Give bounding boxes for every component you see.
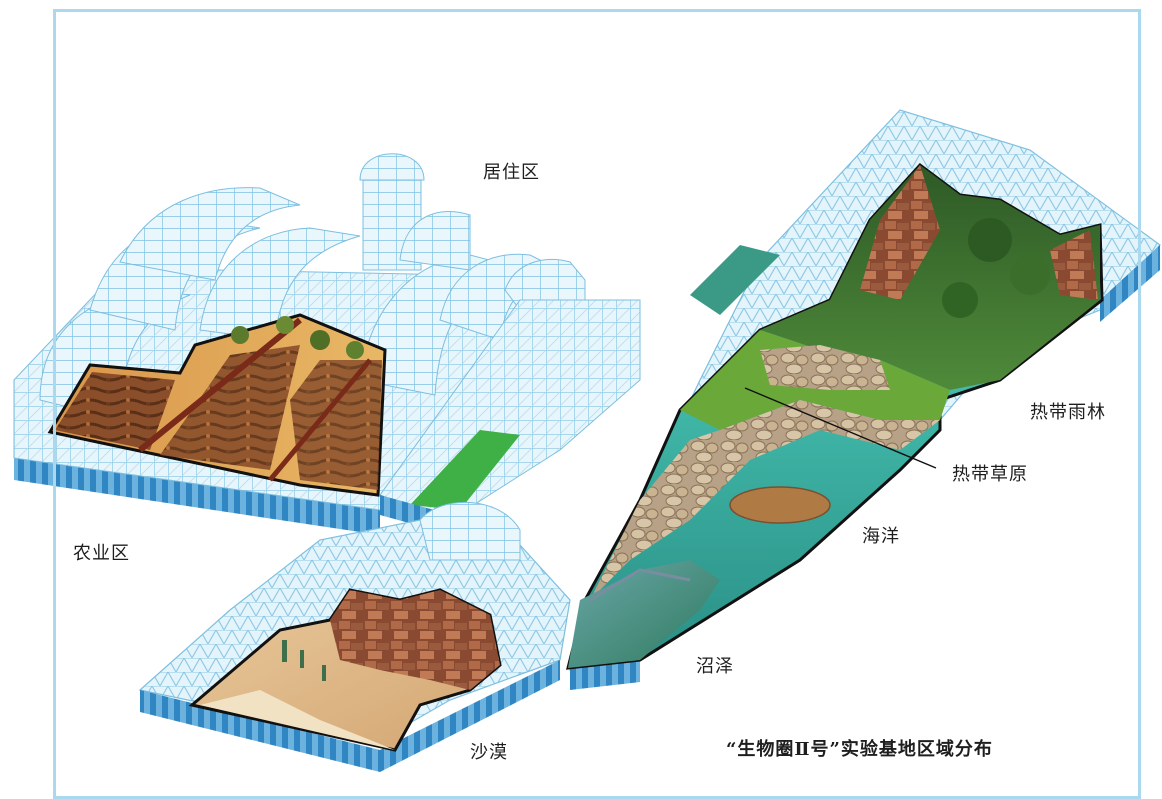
desert-cliff — [330, 590, 500, 690]
cactus — [322, 665, 326, 681]
marsh-area — [568, 560, 720, 668]
jungle-tree — [942, 282, 978, 318]
savanna-leader-line — [744, 387, 937, 469]
cactus — [300, 650, 304, 668]
label-savanna: 热带草原 — [952, 464, 1028, 485]
shoreline-rocks — [590, 400, 940, 600]
field-path-2 — [268, 358, 372, 482]
ocean-cutaway — [566, 162, 1104, 670]
agriculture-building — [13, 153, 586, 535]
jungle-tree — [968, 218, 1012, 262]
lawn — [410, 430, 520, 510]
label-residential: 居住区 — [483, 162, 540, 183]
agriculture-base-wall — [14, 458, 380, 535]
vault-7 — [504, 259, 586, 311]
vault-4 — [199, 227, 361, 341]
label-ocean: 海洋 — [862, 526, 900, 547]
east-wing-wall-end — [1100, 245, 1160, 322]
desert-wing-wall-side — [380, 660, 560, 772]
orchard-tree — [276, 316, 294, 334]
figure-caption: “生物圈Ⅱ号”实验基地区域分布 — [726, 739, 993, 760]
label-rainforest: 热带雨林 — [1030, 402, 1106, 423]
rainforest-area — [760, 165, 1100, 390]
jungle-tree — [1010, 255, 1050, 295]
skylight-panel — [690, 245, 780, 315]
upper-rocks — [760, 345, 890, 390]
rainforest-cliff — [860, 165, 940, 300]
desert-wing-building — [138, 501, 571, 772]
field-plot-3 — [290, 360, 382, 490]
label-desert: 沙漠 — [470, 742, 508, 763]
desert-wing-wall — [140, 690, 380, 772]
island-rock — [729, 486, 831, 524]
marsh-ridge — [589, 568, 691, 602]
label-marsh: 沼泽 — [696, 656, 734, 677]
field-plot-2 — [160, 345, 300, 470]
rainforest-cliff-2 — [1050, 230, 1098, 300]
label-agriculture: 农业区 — [73, 543, 130, 564]
cactus — [282, 640, 287, 662]
vault-3 — [119, 187, 301, 281]
desert-vault — [419, 501, 521, 561]
field-path — [138, 317, 302, 453]
orchard-tree — [346, 341, 364, 359]
desert-sand-flat — [200, 690, 395, 750]
orchard-tree — [231, 326, 249, 344]
tower-annex — [399, 211, 471, 271]
orchard-tree — [310, 330, 330, 350]
field-plot-1 — [55, 372, 175, 450]
tower-dome — [359, 153, 425, 181]
